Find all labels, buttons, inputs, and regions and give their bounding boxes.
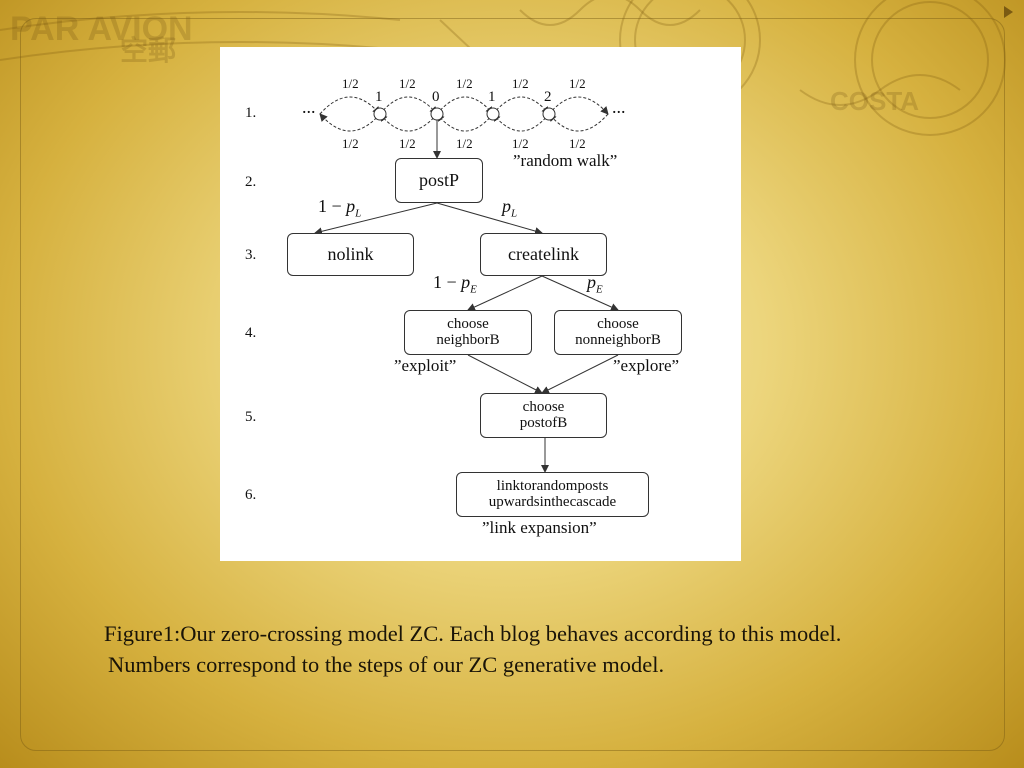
exploit-annotation: ”exploit” — [394, 356, 457, 375]
walk-prob-bottom: 1/2 — [512, 136, 529, 151]
edge-label-pl: pL — [502, 196, 517, 220]
explore-annotation: ”explore” — [613, 356, 680, 375]
edge-label-sub-e: E — [596, 283, 603, 296]
edge-createlink-neighbor — [467, 275, 543, 311]
walk-prob-top: 1/2 — [569, 76, 586, 91]
slide-frame — [20, 18, 1005, 751]
caption-line-2: Numbers correspond to the steps of our Z… — [108, 652, 665, 677]
link-random-line1: linktorandomposts — [496, 477, 609, 494]
edge-label-p: p — [587, 272, 596, 292]
walk-arc-bottom — [379, 113, 438, 132]
choose-post-line1: choose — [522, 398, 565, 415]
edge-label-p: p — [346, 196, 356, 216]
link-expansion-annotation: ”link expansion” — [482, 518, 597, 537]
step-number-4: 4. — [245, 325, 257, 341]
walk-arc-top — [436, 96, 494, 115]
walk-state-circle — [486, 107, 500, 121]
nolink-node: nolink — [287, 233, 414, 276]
walk-state-circle — [542, 107, 556, 121]
walk-prob-top: 1/2 — [512, 76, 529, 91]
walk-prob-bottom: 1/2 — [342, 136, 359, 151]
choose-post-line2: postofB — [519, 414, 568, 431]
walk-arc-bottom — [492, 113, 550, 132]
walk-prob-bottom: 1/2 — [399, 136, 416, 151]
postp-node: postP — [395, 158, 483, 203]
link-random-node: linktorandomposts upwardsinthecascade — [456, 472, 649, 517]
edge-label-p: p — [502, 196, 511, 216]
step-number-1: 1. — [245, 105, 257, 121]
choose-neighbor-line2: neighborB — [436, 331, 500, 348]
corner-arrow-icon — [1004, 6, 1013, 18]
figure-caption: Figure1:Our zero-crossing model ZC. Each… — [104, 618, 1004, 680]
choose-neighbor-line1: choose — [447, 315, 489, 332]
createlink-label: createlink — [508, 244, 579, 265]
choose-nonneighbor-node: choose nonneighborB — [554, 310, 682, 355]
postp-label: postP — [418, 170, 460, 191]
edge-neighbor-post — [467, 354, 543, 394]
edge-label-pe: pE — [587, 272, 603, 296]
walk-arc-top — [319, 96, 381, 115]
link-random-line2: upwardsinthecascade — [488, 493, 617, 510]
step-number-6: 6. — [245, 487, 257, 503]
edge-label-sub-e: E — [470, 283, 477, 296]
edge-createlink-nonneighbor — [541, 275, 619, 311]
figure-panel: 1. 2. 3. 4. 5. 6. ... ... 1/2 1/2 1/2 1/… — [220, 47, 741, 561]
edge-postp-createlink — [436, 202, 543, 235]
edge-nonneighbor-post — [541, 354, 619, 394]
walk-state-label: 1 — [375, 89, 383, 105]
walk-state-label: 0 — [432, 89, 440, 105]
edge-label-sub-l: L — [511, 207, 518, 220]
walk-arc-bottom — [548, 113, 609, 132]
step-number-2: 2. — [245, 174, 257, 190]
walk-state-circle — [373, 107, 387, 121]
walk-arc-top — [548, 96, 609, 115]
edge-label-p: p — [461, 272, 471, 292]
walk-arc-bottom — [436, 113, 494, 132]
walk-state-label: 1 — [488, 89, 496, 105]
walk-prob-bottom: 1/2 — [456, 136, 473, 151]
edge-postp-nolink — [314, 202, 438, 236]
diagram-edges — [314, 96, 619, 473]
walk-arc-top — [492, 96, 550, 115]
choose-nonneighbor-line1: choose — [597, 315, 639, 332]
walk-state-circle — [430, 107, 444, 121]
choose-nonneighbor-line2: nonneighborB — [575, 331, 661, 348]
walk-arc-bottom — [319, 113, 381, 132]
walk-arc-top — [379, 96, 438, 115]
step-number-3: 3. — [245, 247, 257, 263]
createlink-node: createlink — [480, 233, 607, 276]
edge-label-prefix: 1 − — [433, 272, 462, 292]
choose-neighbor-node: choose neighborB — [404, 310, 532, 355]
edge-label-sub-l: L — [355, 207, 362, 220]
random-walk-annotation: ”random walk” — [513, 151, 618, 170]
walk-state-label: 2 — [544, 89, 552, 105]
walk-prob-top: 1/2 — [399, 76, 416, 91]
step-number-5: 5. — [245, 409, 257, 425]
walk-ellipsis-left: ... — [302, 97, 316, 117]
edge-label-1-minus-pl: 1 − pL — [318, 196, 361, 220]
walk-prob-top: 1/2 — [456, 76, 473, 91]
choose-post-node: choose postofB — [480, 393, 607, 438]
edge-label-1-minus-pe: 1 − pE — [433, 272, 477, 296]
nolink-label: nolink — [327, 244, 374, 265]
walk-prob-top: 1/2 — [342, 76, 359, 91]
walk-prob-bottom: 1/2 — [569, 136, 586, 151]
edge-label-prefix: 1 − — [318, 196, 347, 216]
walk-ellipsis-right: ... — [612, 97, 626, 117]
caption-line-1: Figure1:Our zero-crossing model ZC. Each… — [104, 621, 842, 646]
